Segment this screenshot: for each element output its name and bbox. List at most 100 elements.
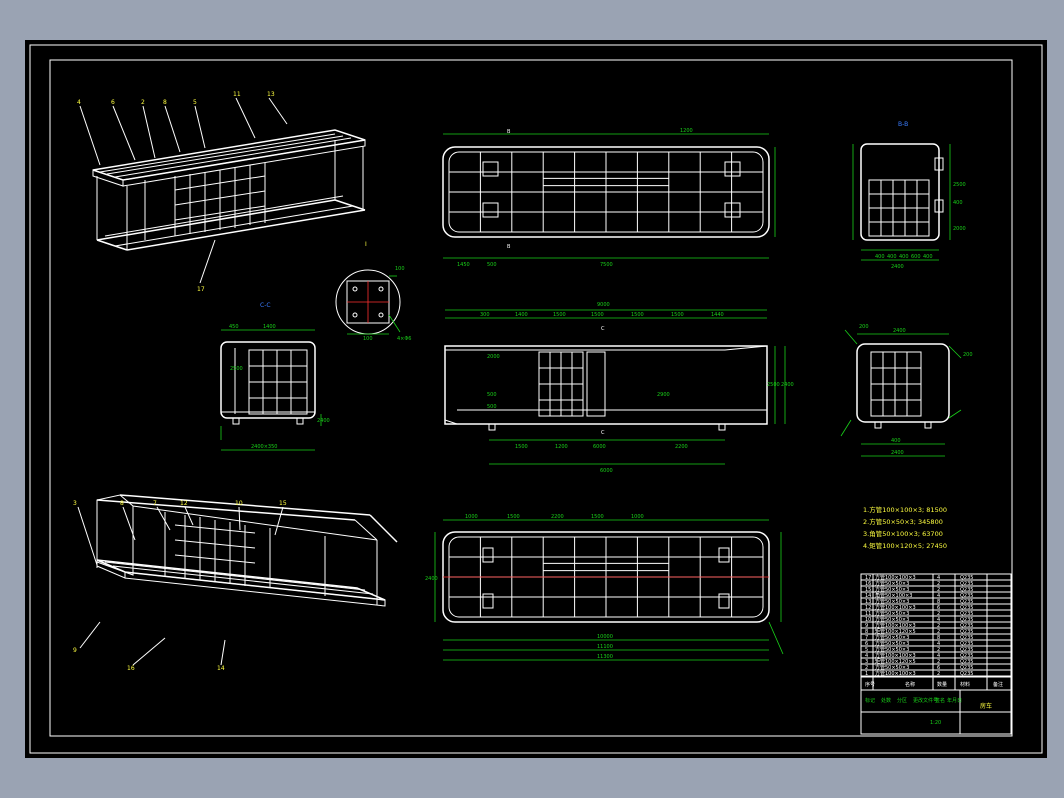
bottom-plan-bottom-dim-2: 11300 <box>597 654 613 660</box>
balloon-bottom-2: 7 <box>153 500 157 507</box>
elev-dim-top-4: 1500 <box>631 312 644 318</box>
sign-5: 年月日 <box>947 697 962 704</box>
bom-cell: 方管50×50×3 <box>875 616 909 623</box>
bom-cell: 2 <box>937 581 940 587</box>
drawing-name: 房车 <box>980 702 992 710</box>
balloon-bottom-1: 8 <box>120 500 124 507</box>
bom-cell: 15 <box>865 587 871 593</box>
elev-dim-top-6: 1440 <box>711 312 724 318</box>
bom-cell: Q235 <box>960 641 973 647</box>
bom-cell: 2 <box>937 611 940 617</box>
bom-cell: Q235 <box>960 629 973 635</box>
bom-cell: Q235 <box>960 593 973 599</box>
balloon-top-5: 11 <box>233 91 241 98</box>
bottom-plan-bottom-dim-1: 11100 <box>597 644 613 650</box>
left-view-label: C-C <box>260 302 271 309</box>
right-mid-angle-dim-1: 200 <box>963 352 973 358</box>
front-elevation: C C 9000 300 1400 1500 1500 1500 1500 14… <box>444 302 794 474</box>
elev-dim-top-1: 1400 <box>515 312 528 318</box>
detail-dim-1: 100 <box>363 336 373 342</box>
bom-cell: 矩管100×120×5 <box>875 658 916 665</box>
bom-cell: 方管100×100×3 <box>875 574 916 581</box>
bottom-plan-top-dim-2: 2200 <box>551 514 564 520</box>
bom-cell: 方管50×50×3 <box>875 664 909 671</box>
bom-cell: 8 <box>937 599 940 605</box>
balloon-bottom-3: 12 <box>180 500 188 507</box>
bom-cell: Q235 <box>960 599 973 605</box>
bom-cell: 方管50×50×3 <box>875 646 909 653</box>
bom-cell: 方管100×100×3 <box>875 670 916 677</box>
balloon-bottom-4: 10 <box>235 500 243 507</box>
right-top-height-0: 2500 <box>953 182 966 188</box>
bom-cell: 方管100×100×3 <box>875 604 916 611</box>
right-top-height-2: 2000 <box>953 226 966 232</box>
bom-cell: 6 <box>937 605 940 611</box>
right-top-height-1: 400 <box>953 200 963 206</box>
right-top-bottom-overall: 2400 <box>891 264 904 270</box>
material-notes: 1.方管100×100×3; 81500 2.方管50×50×3; 345800… <box>863 505 947 550</box>
bom-cell: 2 <box>937 587 940 593</box>
note-2: 3.角管50×100×3; 63700 <box>863 529 943 538</box>
bom-cell: Q235 <box>960 653 973 659</box>
bom-cell: 4 <box>937 593 940 599</box>
bom-cell: 10 <box>865 617 871 623</box>
bom-cell: Q235 <box>960 587 973 593</box>
bom-cell: Q235 <box>960 635 973 641</box>
bom-cell: 2 <box>937 647 940 653</box>
elev-dim-top-2: 1500 <box>553 312 566 318</box>
bom-cell: Q235 <box>960 617 973 623</box>
elev-dim-left-2: 500 <box>487 404 497 410</box>
right-mid-bottom-dim-0: 400 <box>891 438 901 444</box>
bom-cell: 2 <box>865 665 868 671</box>
bottom-plan-top-dim-0: 1000 <box>465 514 478 520</box>
balloon-bottom-0: 3 <box>73 500 77 507</box>
sign-0: 标记 <box>865 697 875 704</box>
right-side-view-top: B-B 400 400 400 600 400 2400 2500 400 20… <box>852 121 966 270</box>
left-side-view: C-C 450 1400 2400×350 2500 2400 <box>220 302 330 451</box>
detail-dim-0: 100 <box>395 266 405 272</box>
bom-header-4: 备注 <box>993 681 1003 688</box>
bom-cell: 4 <box>937 575 940 581</box>
bom-cell: 方管50×50×3 <box>875 634 909 641</box>
elev-dim-top-5: 1500 <box>671 312 684 318</box>
bom-cell: 1 <box>865 671 868 677</box>
bottom-plan-bottom-dim-0: 10000 <box>597 634 613 640</box>
elev-dim-left-0: 2000 <box>487 354 500 360</box>
balloon-bottom-5: 15 <box>279 500 287 507</box>
balloon-top-1: 6 <box>111 99 115 106</box>
right-mid-angle-dim-0: 200 <box>859 324 869 330</box>
right-top-bottom-dim-0: 400 <box>875 254 885 260</box>
section-marker-c-bottom: C <box>601 430 605 436</box>
bom-cell: Q235 <box>960 605 973 611</box>
elev-dim-bottom-3: 2200 <box>675 444 688 450</box>
bom-cell: 2 <box>937 671 940 677</box>
bom-cell: 11 <box>865 611 871 617</box>
left-side-dim-1: 1400 <box>263 324 276 330</box>
bom-header-0: 序号 <box>865 681 875 688</box>
cad-drawing-canvas[interactable]: 4 6 2 8 5 11 13 17 <box>25 40 1047 758</box>
top-plan-dim-overall: 1200 <box>680 128 693 134</box>
bom-cell: 方管50×50×3 <box>875 580 909 587</box>
left-side-dim-2: 2400×350 <box>251 444 277 450</box>
left-side-dim-3: 2500 <box>230 366 243 372</box>
bom-cell: 6 <box>937 665 940 671</box>
balloons-top: 4 6 2 8 5 11 13 17 <box>77 91 288 293</box>
bom-cell: Q235 <box>960 671 973 677</box>
bottom-plan-top-dim-1: 1500 <box>507 514 520 520</box>
balloons-bottom: 3 8 7 12 10 15 9 16 14 <box>73 500 287 672</box>
right-mid-top-dim: 2400 <box>893 328 906 334</box>
elev-dim-bottom-0: 1500 <box>515 444 528 450</box>
section-marker-b-top: B <box>507 129 511 135</box>
top-plan-dim-2: 7500 <box>600 262 613 268</box>
note-3: 4.矩管100×120×5; 27450 <box>863 541 947 550</box>
bom-cell: 矩管100×120×5 <box>875 628 916 635</box>
right-side-view-middle: 2400 400 2400 200 200 <box>840 324 973 457</box>
balloon-top-6: 13 <box>267 91 275 98</box>
detail-view-i: I 100 100 4×Φ6 <box>335 241 412 342</box>
inner-frame <box>49 59 1013 737</box>
elev-dim-overall-bottom: 6000 <box>600 468 613 474</box>
balloon-top-2: 2 <box>141 99 145 106</box>
right-top-bottom-dim-3: 600 <box>911 254 921 260</box>
bom-cell: 17 <box>865 575 871 581</box>
outer-frame <box>29 44 1043 754</box>
